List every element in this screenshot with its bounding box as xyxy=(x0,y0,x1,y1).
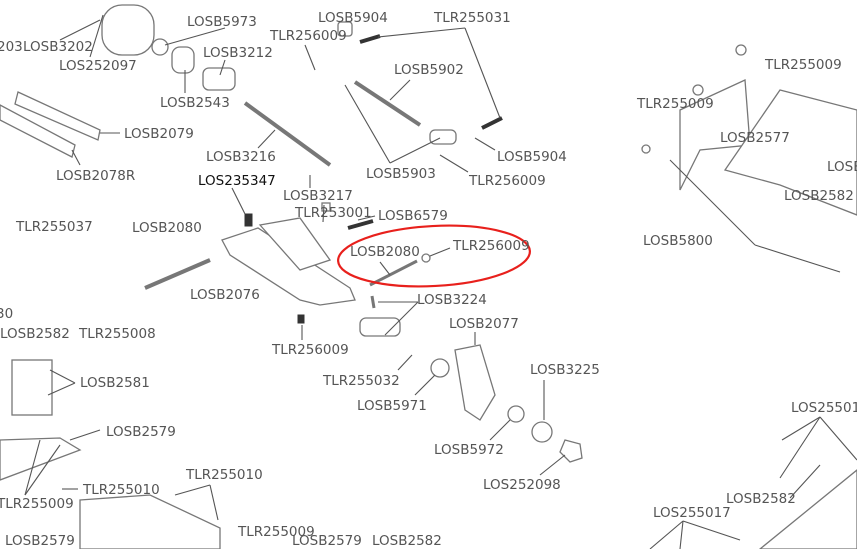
part-label: LOSB5971 xyxy=(357,398,427,414)
part-label: LOSB5902 xyxy=(394,62,464,78)
part-label: LOS252098 xyxy=(483,477,561,493)
part-drawings xyxy=(0,4,857,549)
part-label: LOSB2543 xyxy=(160,95,230,111)
part-label: TLR256009 xyxy=(452,238,530,254)
part-label: LOSB3216 xyxy=(206,149,276,165)
part-label: TLR255009 xyxy=(0,496,74,512)
part-label: 203 xyxy=(0,39,23,55)
part-label: TLR256009 xyxy=(269,28,347,44)
part-label: TLR255009 xyxy=(636,96,714,112)
part-label: TLR256009 xyxy=(271,342,349,358)
part-label: LOSB5904 xyxy=(497,149,567,165)
part-label: TLR256009 xyxy=(468,173,546,189)
part-label: LOSB3212 xyxy=(203,45,273,61)
part-label: TLR255010 xyxy=(185,467,263,483)
part-label: LOSB5903 xyxy=(366,166,436,182)
part-label: LOSB2582 xyxy=(372,533,442,549)
part-label: 30 xyxy=(0,306,13,322)
part-label: LOSB2080 xyxy=(132,220,202,236)
part-label: LOSB2581 xyxy=(80,375,150,391)
part-label: TLR255010 xyxy=(82,482,160,498)
part-label: LOS235347 xyxy=(198,173,276,189)
part-labels: 203 LOSB3202 LOS252097 LOSB5973 LOSB3212… xyxy=(0,10,857,549)
part-label: LOSB6579 xyxy=(378,208,448,224)
part-label: LOSB3217 xyxy=(283,188,353,204)
part-label: LOSB2579 xyxy=(106,424,176,440)
part-label: LOSB2579 xyxy=(5,533,75,549)
part-label: LOSB2078R xyxy=(56,168,135,184)
part-label: TLR255037 xyxy=(15,219,93,235)
part-label: LOSB2577 xyxy=(720,130,790,146)
part-label: TLR255032 xyxy=(322,373,400,389)
part-label: TLR255008 xyxy=(78,326,156,342)
part-label: LOSB5904 xyxy=(318,10,388,26)
part-label: TLR253001 xyxy=(294,205,372,221)
part-label: TLR255009 xyxy=(237,524,315,540)
part-label: LOSB2079 xyxy=(124,126,194,142)
part-label: LOS25501 xyxy=(791,400,857,416)
part-label: LOSB3224 xyxy=(417,292,487,308)
part-label: LOS255017 xyxy=(653,505,731,521)
part-label: LOSB2579 xyxy=(292,533,362,549)
part-label: LOSB2080 xyxy=(350,244,420,260)
part-label: LOSB5973 xyxy=(187,14,257,30)
part-label: LOS252097 xyxy=(59,58,137,74)
highlight-ellipse xyxy=(337,224,531,288)
leader-lines xyxy=(24,14,857,549)
part-label: LOSB2077 xyxy=(449,316,519,332)
part-label: TLR255009 xyxy=(764,57,842,73)
part-label: LOSB2582 xyxy=(0,326,70,342)
part-label: LOSB5972 xyxy=(434,442,504,458)
part-label: LOSB2 xyxy=(827,159,857,175)
part-label: LOSB2582 xyxy=(726,491,796,507)
part-label: LOSB2582 xyxy=(784,188,854,204)
part-label: TLR255031 xyxy=(433,10,511,26)
part-label: LOSB5800 xyxy=(643,233,713,249)
part-label: LOSB3202 xyxy=(23,39,93,55)
part-label: LOSB2076 xyxy=(190,287,260,303)
part-label: LOSB3225 xyxy=(530,362,600,378)
